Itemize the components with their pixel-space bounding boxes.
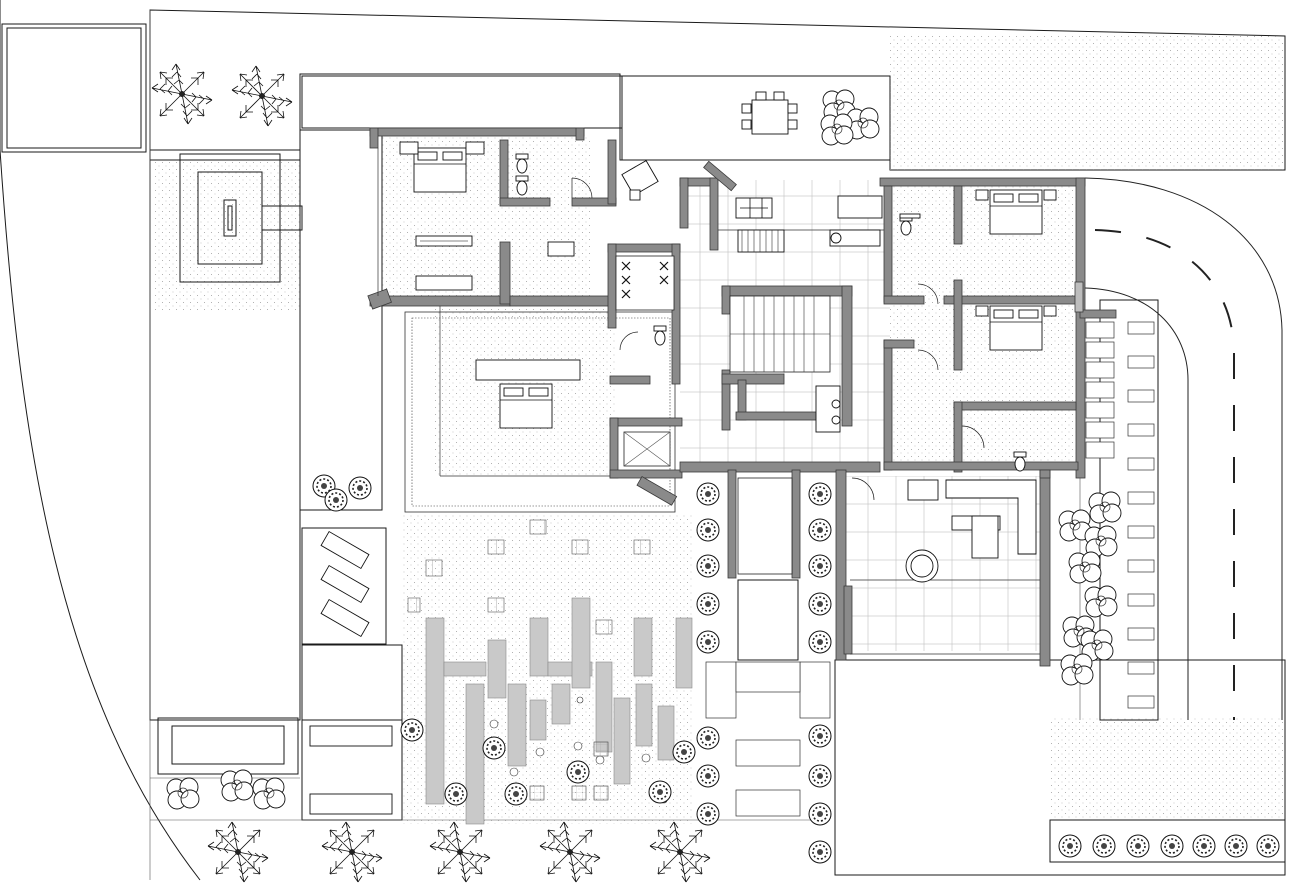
shrub-icon xyxy=(696,764,720,788)
bed-icon xyxy=(413,147,467,193)
bedroom-3 xyxy=(899,189,1057,236)
bed-icon xyxy=(499,383,553,429)
shrub-icon xyxy=(808,724,832,748)
sofa-icon xyxy=(945,479,1037,555)
shrub-icon xyxy=(1224,834,1248,858)
shrub-icon xyxy=(808,518,832,542)
access-road xyxy=(1079,177,1283,721)
shrub-icon xyxy=(696,592,720,616)
shrub-icon xyxy=(1092,834,1116,858)
patio-table-icon xyxy=(741,91,798,135)
shrub-icon xyxy=(808,482,832,506)
shrub-icon xyxy=(696,726,720,750)
shrub-icon xyxy=(1192,834,1216,858)
shrub-icon xyxy=(1256,834,1280,858)
shrub-icon xyxy=(482,736,506,760)
shrub-icon xyxy=(324,488,348,512)
bedroom-1 xyxy=(399,141,485,291)
bedroom-4 xyxy=(917,283,1057,472)
toilet-icon xyxy=(515,175,529,196)
wardrobe-walkin xyxy=(615,255,675,351)
bed-icon xyxy=(989,189,1043,235)
bed-icon xyxy=(989,305,1043,351)
shrub-icon xyxy=(400,718,424,742)
shrub-icon xyxy=(648,780,672,804)
shrub-icon xyxy=(696,554,720,578)
shrub-icon xyxy=(672,740,696,764)
shrub-icon xyxy=(696,630,720,654)
shrub-icon xyxy=(808,840,832,864)
gym xyxy=(735,195,883,253)
shrub-icon xyxy=(696,518,720,542)
shrub-icon xyxy=(348,476,372,500)
shrub-icon xyxy=(808,802,832,826)
shrub-icon xyxy=(504,782,528,806)
shrub-icon xyxy=(444,782,468,806)
shrub-icon xyxy=(696,482,720,506)
shrub-icon xyxy=(696,802,720,826)
toilet-icon xyxy=(899,215,913,236)
toilet-icon xyxy=(1013,451,1027,472)
shrub-icon xyxy=(1126,834,1150,858)
shrub-icon xyxy=(808,554,832,578)
shrub-icon xyxy=(1058,834,1082,858)
shrub-icon xyxy=(566,760,590,784)
living-room xyxy=(851,477,1037,583)
bathroom-1 xyxy=(515,153,593,257)
armchair-icon xyxy=(621,159,659,201)
garden-court xyxy=(402,514,831,825)
toilet-icon xyxy=(653,325,667,346)
shrub-icon xyxy=(808,764,832,788)
shrub-icon xyxy=(808,630,832,654)
staircase-icon xyxy=(729,295,841,433)
elevator xyxy=(623,431,671,467)
lounger-icon xyxy=(320,530,370,638)
bedroom-2 xyxy=(475,359,581,429)
shrub-icon xyxy=(808,592,832,616)
toilet-icon xyxy=(515,153,529,174)
shrub-icon xyxy=(1160,834,1184,858)
